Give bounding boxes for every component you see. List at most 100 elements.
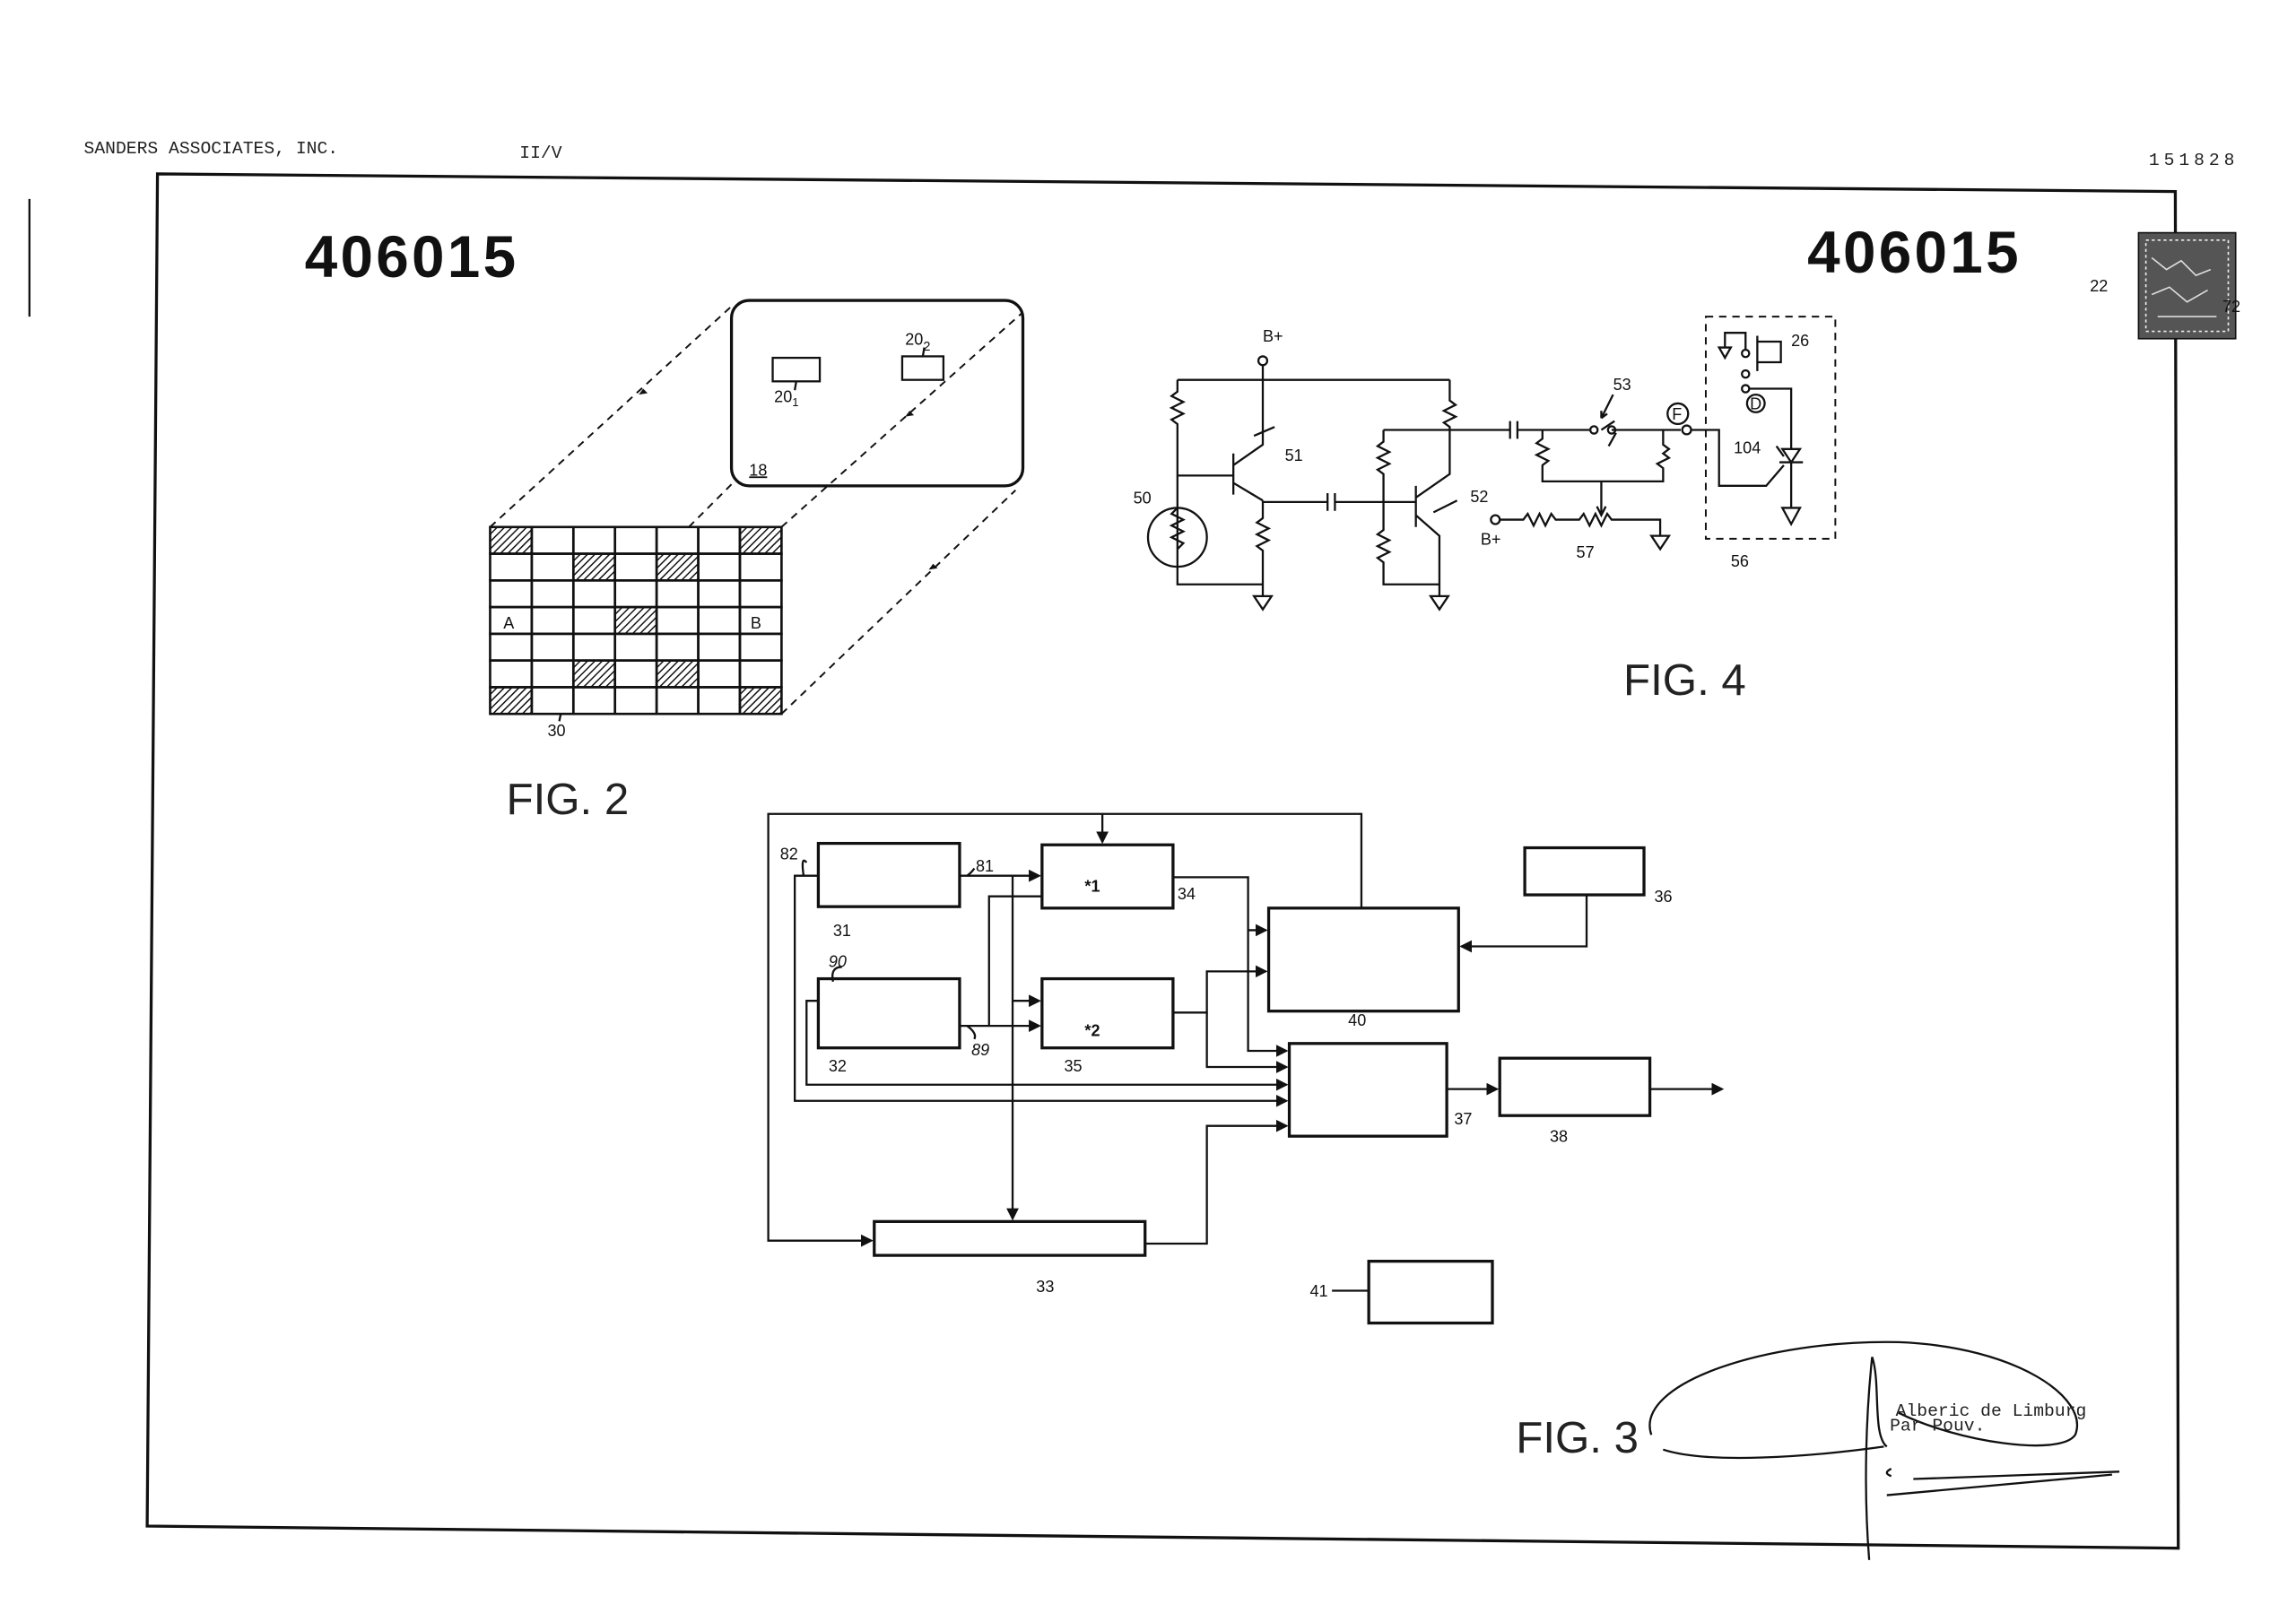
grid-30 <box>489 525 783 716</box>
label-20-1: 201 <box>774 387 798 409</box>
label-36: 36 <box>1655 888 1673 906</box>
label-35: 35 <box>1064 1057 1082 1075</box>
label-53: 53 <box>1613 376 1631 394</box>
grid-cell <box>697 659 742 689</box>
hatched-cell <box>571 659 617 689</box>
grid-cell <box>655 605 700 636</box>
tax-stamp <box>2137 231 2237 340</box>
label-82: 82 <box>780 846 798 863</box>
arrow-icon <box>639 388 938 570</box>
block-33 <box>873 1219 1147 1257</box>
hatched-cell <box>738 686 783 716</box>
relay-26 <box>1756 335 1782 371</box>
label-37: 37 <box>1454 1110 1472 1128</box>
module-56 <box>1704 316 1837 540</box>
label-56: 56 <box>1731 552 1749 570</box>
fig2-caption: FIG. 2 <box>507 775 630 824</box>
fig3-block-diagram <box>767 812 1725 1325</box>
grid-cell <box>530 579 575 609</box>
grid-cell <box>571 632 617 662</box>
grid-cell <box>697 632 742 662</box>
label-52: 52 <box>1470 488 1488 506</box>
label-d: D <box>1750 395 1761 413</box>
grid-cell <box>697 552 742 582</box>
hatched-cell <box>613 605 658 636</box>
patent-number-right: 406015 <box>1807 220 2022 285</box>
grid-cell <box>530 525 575 555</box>
label-41: 41 <box>1310 1282 1328 1300</box>
fig4-circuit <box>1146 316 1837 612</box>
grid-cell <box>613 525 658 555</box>
hatched-cell <box>738 525 783 555</box>
label-89: 89 <box>971 1041 989 1059</box>
grid-cell <box>613 686 658 716</box>
label-33: 33 <box>1036 1278 1054 1296</box>
signature-per: Par Pouv. <box>1890 1416 1985 1436</box>
stamp-day: 22 <box>2090 277 2108 295</box>
terminal-b-plus <box>1257 355 1269 367</box>
cell-a-label: A <box>503 614 514 632</box>
grid-cell <box>613 632 658 662</box>
label-81: 81 <box>976 857 994 875</box>
block-37 <box>1287 1042 1448 1138</box>
fig3-caption: FIG. 3 <box>1516 1413 1639 1462</box>
grid-cell <box>530 552 575 582</box>
grid-cell <box>697 525 742 555</box>
potentiometer-wiper <box>1596 481 1607 518</box>
block-34-text: *1 <box>1084 878 1100 896</box>
grid-cell <box>738 632 783 662</box>
block-32 <box>816 976 961 1050</box>
hatched-cell <box>489 686 534 716</box>
grid-cell <box>489 632 534 662</box>
ground-icon <box>1252 500 1274 612</box>
terminal-f <box>1681 424 1692 436</box>
label-104: 104 <box>1734 439 1761 457</box>
grid-cell <box>489 552 534 582</box>
sheet-number: II/V <box>519 143 561 163</box>
sensor-20-2 <box>900 355 945 381</box>
grid-cell <box>571 579 617 609</box>
block-34 <box>1040 843 1175 910</box>
label-26: 26 <box>1791 332 1809 350</box>
grid-cell <box>655 632 700 662</box>
grid-cell <box>655 525 700 555</box>
block-35 <box>1040 976 1175 1050</box>
block-36 <box>1523 846 1646 897</box>
grid-cell <box>571 525 617 555</box>
transistor-51 <box>1232 379 1265 502</box>
projection-line <box>780 490 1016 715</box>
grid-cell <box>655 686 700 716</box>
grid-cell <box>530 659 575 689</box>
grid-cell <box>613 579 658 609</box>
block-38 <box>1498 1056 1652 1117</box>
reference-number: 151828 <box>2149 151 2239 170</box>
signature-name: Alberic de Limburg <box>1896 1401 2087 1421</box>
block-41 <box>1367 1260 1494 1325</box>
grid-cell <box>697 579 742 609</box>
grid-cell <box>613 552 658 582</box>
block-35-text: *2 <box>1084 1022 1100 1040</box>
grid-cell <box>738 659 783 689</box>
grid-cell <box>655 579 700 609</box>
label-b-plus-pot: B+ <box>1481 530 1501 548</box>
grid-cell <box>571 686 617 716</box>
hatched-cell <box>489 525 534 555</box>
hatched-cell <box>655 552 700 582</box>
label-40: 40 <box>1348 1011 1366 1029</box>
scr-104 <box>1748 387 1804 526</box>
stamp-year: 72 <box>2222 298 2240 316</box>
sensor-20-1 <box>771 356 822 383</box>
block-40 <box>1266 906 1460 1013</box>
fig2-drawing <box>489 299 1025 722</box>
resistor <box>1169 379 1263 585</box>
grid-cell <box>571 605 617 636</box>
label-b-plus-top: B+ <box>1263 327 1283 345</box>
label-30: 30 <box>547 722 565 740</box>
label-90: 90 <box>829 952 847 970</box>
grid-cell <box>738 579 783 609</box>
projection-line <box>489 305 733 528</box>
signature <box>1648 1340 2120 1560</box>
company-name: SANDERS ASSOCIATES, INC. <box>84 139 339 159</box>
label-32: 32 <box>829 1057 847 1075</box>
